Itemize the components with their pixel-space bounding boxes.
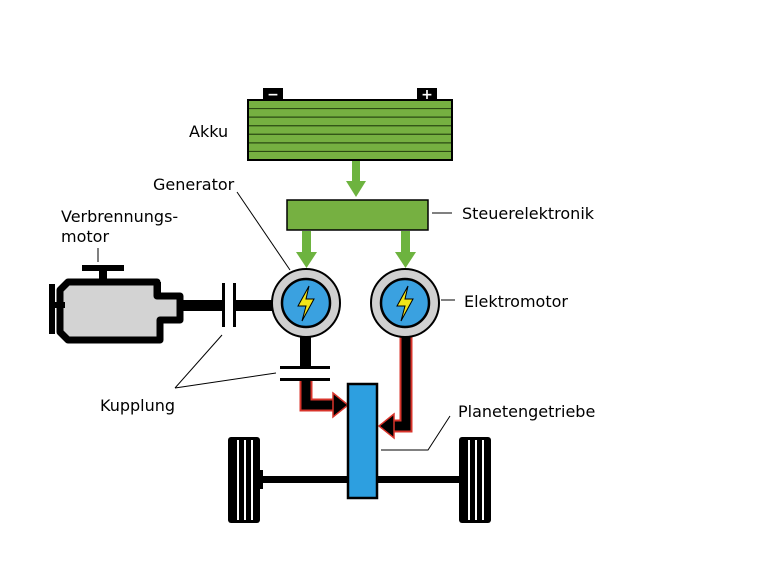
generator-shaft [300,337,311,367]
leader-lines [97,191,455,451]
wheel-right [459,437,491,523]
battery-plus-sign: + [421,87,433,103]
arrow-head-right [377,412,395,440]
label-akku: Akku [189,122,228,141]
label-electromotor: Elektromotor [464,292,568,311]
label-engine-line1: Verbrennungs- [61,207,178,226]
drive-shafts [182,283,413,440]
shaft-to-gearbox-right [393,337,411,431]
label-planetary-gearbox: Planetengetriebe [458,402,595,421]
engine-block [56,278,184,344]
engine-left-flange [49,284,55,334]
tire-tread-groove [468,440,470,520]
battery-minus-terminal [263,88,283,100]
tire-tread-groove [475,440,477,520]
label-generator: Generator [153,175,235,194]
planetary-gearbox [346,382,379,500]
energy-arrows [296,161,416,268]
lightning-bolt-icon [396,285,414,322]
arrow-battery-to-electronics [346,161,366,197]
engine-output-shaft [182,300,222,311]
clutch-2-plate-bottom [280,378,330,381]
leader-clutch-1 [174,334,223,389]
tire-tread-groove [244,440,246,520]
combustion-engine [49,265,184,344]
label-clutch: Kupplung [100,396,175,415]
generator [271,268,341,338]
arrow-electronics-to-electromotor [395,231,416,268]
electric-motor [370,268,440,338]
shaft-to-gearbox-left [301,381,336,410]
clutch-1-plate-right [233,283,236,327]
lightning-bolt-icon [297,285,315,322]
control-electronics-box [286,199,429,231]
leader-generator [236,191,291,271]
arrow-electronics-to-generator [296,231,317,268]
battery-body [247,99,453,161]
battery-plus-terminal [417,88,437,100]
clutch-2-plate-top [280,366,330,369]
clutch-1-plate-left [222,283,225,327]
tire-tread-groove [482,440,484,520]
axle-assembly [228,437,491,523]
label-control-electronics: Steuerelektronik [462,204,595,223]
clutch-to-generator-shaft [236,300,276,311]
wheel-left [228,437,260,523]
battery-cell-lines [249,107,451,153]
arrow-head-left [332,391,350,419]
tire-tread-groove [237,440,239,520]
leader-clutch-2 [174,372,277,389]
leader-planetary-gearbox [381,415,451,451]
label-engine-line2: motor [61,227,109,246]
battery-minus-sign: − [267,87,279,103]
tire-tread-groove [251,440,253,520]
battery: − + [247,87,453,161]
